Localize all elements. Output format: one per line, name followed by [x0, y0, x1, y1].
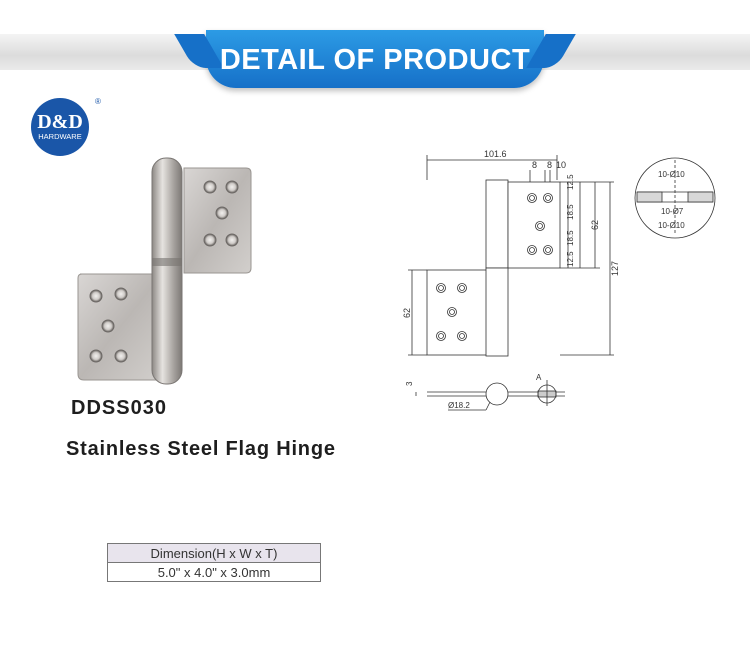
dim-low: 12.5 [566, 251, 575, 267]
dim-hole-a: 8 [532, 160, 537, 170]
banner-title: DETAIL OF PRODUCT [219, 44, 531, 76]
technical-drawing: 101.6 8 8 10 12.5 18.5 18.5 12.5 62 127 … [402, 149, 716, 411]
logo-registered-mark: ® [95, 97, 101, 106]
section-label: A [536, 373, 542, 382]
logo-text: D&D [37, 111, 83, 133]
detail-outer: 10-Ø10 [658, 170, 685, 179]
dim-thickness: 3 [405, 381, 414, 386]
dim-right-62: 62 [590, 220, 600, 230]
dimension-table: Dimension(H x W x T) 5.0" x 4.0" x 3.0mm [107, 543, 321, 582]
dim-hole-c: 10 [556, 160, 566, 170]
dim-left-62: 62 [402, 308, 412, 318]
dimension-header: Dimension(H x W x T) [107, 543, 321, 563]
dim-width: 101.6 [484, 149, 507, 159]
dim-total: 127 [610, 261, 620, 276]
detail-bottom: 10-Ø10 [658, 221, 685, 230]
banner-tab [206, 30, 544, 88]
dim-mid1: 18.5 [566, 204, 575, 220]
detail-inner: 10-Ø7 [661, 207, 684, 216]
product-model: DDSS030 [71, 397, 167, 419]
dim-pin: Ø18.2 [448, 401, 470, 410]
product-name: Stainless Steel Flag Hinge [66, 438, 336, 460]
logo-sub: HARDWARE [38, 132, 81, 141]
dim-top: 12.5 [566, 174, 575, 190]
product-photo [77, 157, 252, 385]
dimension-value: 5.0" x 4.0" x 3.0mm [107, 562, 321, 582]
brand-logo: D&D HARDWARE ® [31, 97, 101, 156]
dim-mid2: 18.5 [566, 230, 575, 246]
dim-hole-b: 8 [547, 160, 552, 170]
